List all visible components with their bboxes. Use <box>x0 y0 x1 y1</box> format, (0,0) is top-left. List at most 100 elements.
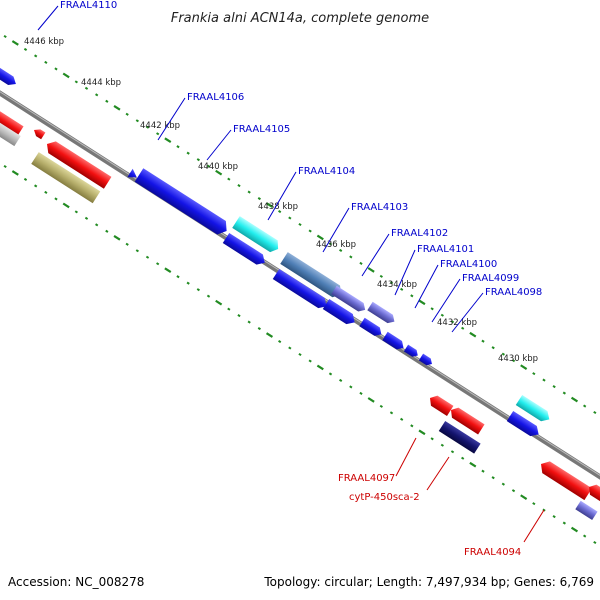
ruler-tick <box>328 372 333 376</box>
gene-label[interactable]: FRAAL4102 <box>391 228 448 239</box>
ruler-tick <box>11 170 19 176</box>
ruler-tick <box>288 216 292 220</box>
gene-feature <box>418 353 432 366</box>
ruler-tick <box>113 234 121 241</box>
ruler-tick <box>418 299 426 306</box>
ruler-tick <box>481 339 485 343</box>
ruler-tick <box>44 190 48 194</box>
ruler-tick <box>265 202 274 208</box>
gene-feature <box>367 301 395 324</box>
ruler-tick <box>469 461 477 468</box>
ruler-tick <box>84 216 89 220</box>
gene-label[interactable]: FRAAL4097 <box>338 473 395 484</box>
gene-feature <box>322 298 355 325</box>
ruler-tick <box>227 307 231 311</box>
genome-summary: Topology: circular; Length: 7,497,934 bp… <box>263 575 594 589</box>
gene-label[interactable]: FRAAL4099 <box>462 273 519 284</box>
ruler-tick <box>186 281 190 285</box>
gene-label[interactable]: FRAAL4104 <box>298 166 355 177</box>
gene-feature <box>127 168 137 178</box>
gene-feature <box>31 152 101 204</box>
gene-feature <box>359 317 382 336</box>
ruler-tick <box>389 411 394 415</box>
ruler-tick <box>265 332 274 338</box>
ruler-tick <box>308 229 312 233</box>
ruler-tick <box>367 267 375 273</box>
ruler-tick <box>186 151 190 155</box>
ruler-tick <box>113 104 121 111</box>
ruler-tick <box>552 385 556 389</box>
ruler-tick <box>450 450 455 454</box>
ruler-tick <box>316 234 324 241</box>
gene-feature <box>438 420 481 454</box>
ruler-tick <box>54 67 58 71</box>
ruler-tick <box>552 515 556 519</box>
scale-label: 4438 kbp <box>258 202 298 212</box>
gene-label[interactable]: FRAAL4106 <box>187 92 244 103</box>
ruler-tick <box>44 60 48 64</box>
ruler-tick <box>501 352 505 356</box>
ruler-tick <box>215 169 223 176</box>
ruler-tick <box>105 229 109 233</box>
ruler-tick <box>54 197 58 201</box>
gene-label[interactable]: FRAAL4101 <box>417 244 474 255</box>
ruler-tick <box>379 404 383 408</box>
ruler-tick <box>511 489 516 493</box>
ruler-tick <box>156 132 160 136</box>
gene-feature <box>47 141 112 189</box>
ruler-tick <box>339 248 343 252</box>
gene-label[interactable]: FRAAL4105 <box>233 124 290 135</box>
gene-label[interactable]: cytP-450sca-2 <box>349 492 420 503</box>
gene-feature <box>382 331 404 350</box>
ruler-tick <box>74 210 78 214</box>
ruler-tick <box>23 47 28 51</box>
leader-lines <box>37 5 545 543</box>
ruler-tick <box>11 40 19 46</box>
gene-labels: FRAAL4110 FRAAL4106 FRAAL4105 FRAAL4104 … <box>60 0 542 558</box>
ruler-tick <box>164 267 172 274</box>
gene-feature <box>430 395 454 416</box>
gene-label[interactable]: FRAAL4110 <box>60 0 117 11</box>
ruler-tick <box>135 249 139 253</box>
gene-feature <box>0 120 21 147</box>
ruler-tick <box>95 223 99 227</box>
ruler-tick <box>3 34 7 39</box>
ruler-tick <box>367 397 375 403</box>
ruler-tick <box>316 364 324 371</box>
gene-feature <box>451 407 485 435</box>
ruler-tick <box>349 385 353 389</box>
gene-label[interactable]: FRAAL4094 <box>464 547 521 558</box>
gene-feature <box>575 500 598 520</box>
ruler-tick <box>62 202 70 209</box>
scale-label: 4434 kbp <box>377 280 417 290</box>
gene-feature <box>232 216 279 253</box>
ruler-tick <box>164 137 172 144</box>
gene-feature <box>222 232 265 265</box>
ruler-tick <box>461 326 465 330</box>
gene-label[interactable]: FRAAL4098 <box>485 287 542 298</box>
ruler-tick <box>491 476 495 480</box>
ruler-tick <box>125 112 129 116</box>
ruler-tick <box>328 242 333 246</box>
ruler-tick <box>532 502 536 506</box>
ruler-tick <box>339 378 343 382</box>
gene-label[interactable]: FRAAL4100 <box>440 259 497 270</box>
ruler-tick <box>257 197 261 201</box>
ruler-tick <box>430 307 434 311</box>
ruler-tick <box>593 540 597 545</box>
scale-label: 4444 kbp <box>81 78 121 88</box>
gene-feature <box>280 252 342 298</box>
position-rulers <box>3 34 597 545</box>
ruler-tick <box>95 93 99 97</box>
ruler-tick <box>418 429 426 436</box>
ruler-tick <box>237 184 241 188</box>
ruler-tick <box>400 287 404 291</box>
ruler-tick <box>257 327 261 331</box>
ruler-tick <box>520 364 528 370</box>
ruler-tick <box>215 299 223 306</box>
gene-label[interactable]: FRAAL4103 <box>351 202 408 213</box>
ruler-tick <box>34 184 38 188</box>
ruler-tick <box>349 255 353 259</box>
ruler-tick <box>359 261 363 265</box>
ruler-tick <box>511 359 516 363</box>
